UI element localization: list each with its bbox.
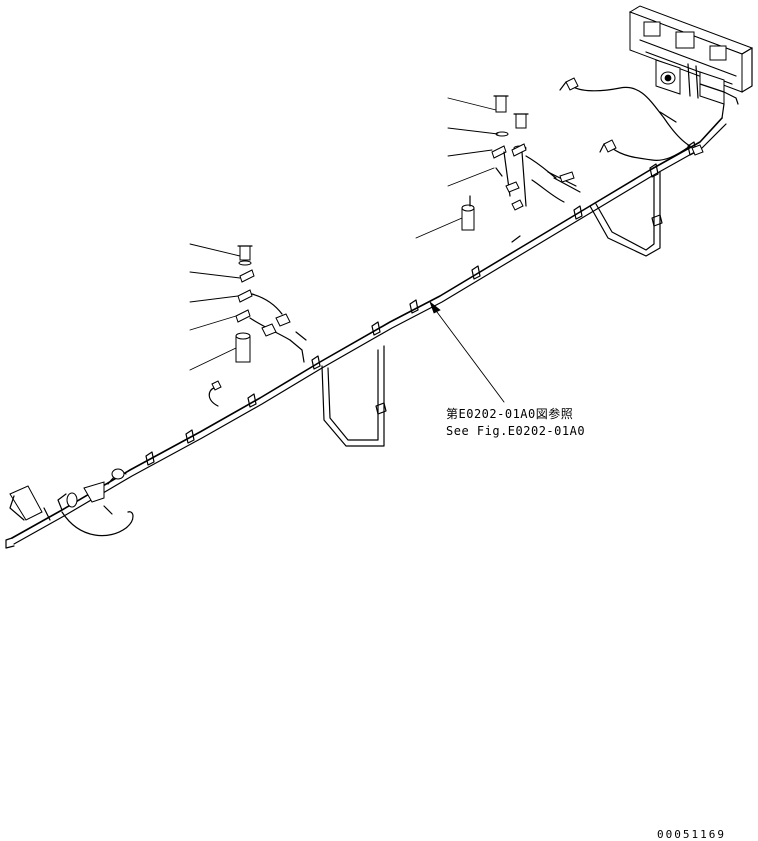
- left-end-connector: [5, 468, 134, 549]
- left-leader-lines: [189, 243, 241, 371]
- lower-loop-branch: [321, 345, 387, 447]
- left-bracket-assembly: [235, 245, 307, 363]
- panel-cables: [559, 77, 704, 161]
- reference-arrow: [429, 300, 505, 403]
- reference-label-jp: 第E0202-01A0図参照: [446, 407, 574, 421]
- reference-label-en: See Fig.E0202-01A0: [446, 424, 586, 438]
- right-bracket-assembly: [461, 95, 581, 243]
- connector-stub-left: [208, 380, 222, 407]
- drawing-number: 00051169: [657, 828, 726, 841]
- right-loop-branch: [589, 171, 663, 257]
- harness-clips: [145, 141, 697, 466]
- top-right-panel-assembly: [628, 5, 754, 119]
- main-harness: [11, 117, 727, 545]
- right-leader-lines: [415, 97, 499, 239]
